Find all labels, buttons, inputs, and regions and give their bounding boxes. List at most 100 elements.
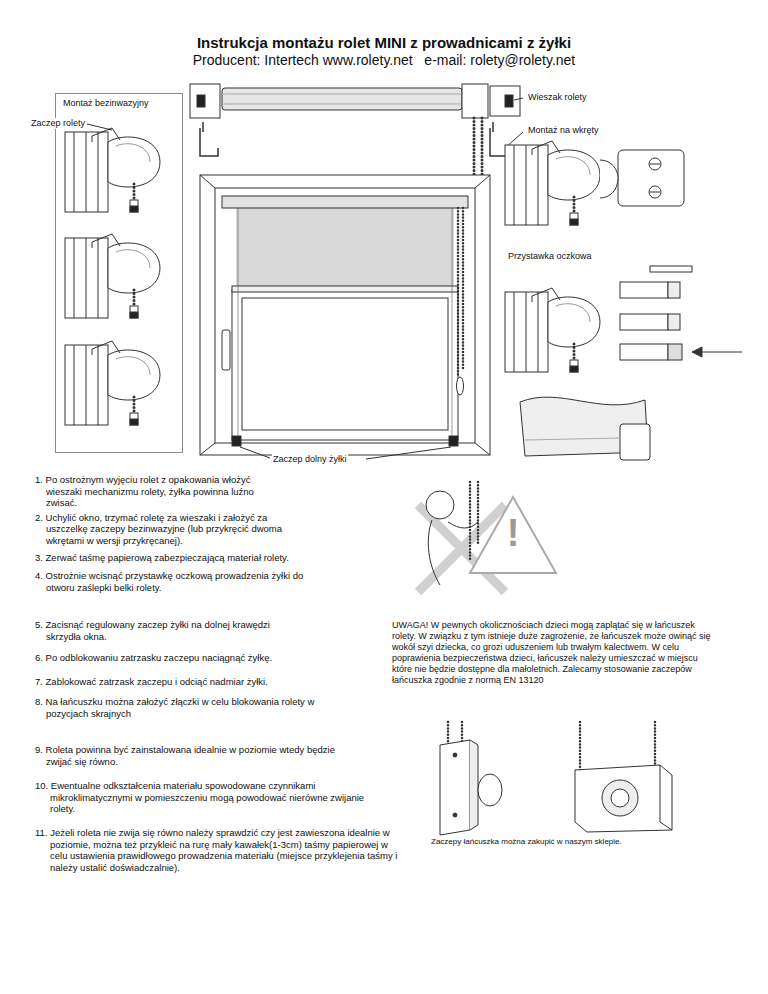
window-part	[457, 377, 464, 395]
instruction-step: 8. Na łańcuszku można założyć złączki w …	[35, 696, 321, 719]
chain-holder-part	[611, 789, 629, 807]
roller-top-part	[190, 84, 220, 118]
instruction-step: 7. Zablokować zatrzask zaczepu i odciąć …	[35, 676, 346, 688]
roller-top-part	[462, 84, 488, 118]
chain-holder-part	[478, 774, 502, 806]
instruction-step: 10. Ewentualne odkształcenia materiału s…	[35, 780, 370, 815]
child-warning-part	[469, 482, 472, 560]
chain-holder-part	[453, 753, 457, 757]
chain-holder-part	[654, 722, 657, 770]
warning-text: UWAGA! W pewnych okolicznościach dzieci …	[392, 620, 712, 686]
eyelet-adapter-part	[692, 347, 702, 357]
child-warning-part	[470, 497, 556, 573]
instruction-step: 5. Zacisnąć regulowany zaczep żyłki na d…	[35, 619, 291, 642]
screw-mount	[505, 141, 684, 225]
screw-mount-part	[505, 141, 600, 225]
roller-top-part	[200, 128, 218, 156]
chain-holder-part	[660, 765, 672, 830]
window-part	[215, 188, 475, 443]
chain-holder-part	[602, 780, 638, 816]
roller-top	[190, 84, 520, 182]
chain-holder-part	[453, 813, 457, 817]
part-label: Zaczep rolety	[30, 118, 86, 129]
eyelet-adapter	[505, 266, 742, 372]
window-part	[200, 175, 215, 188]
roller-top-part	[222, 104, 462, 105]
screw-mount-part	[600, 160, 618, 198]
window-part	[232, 290, 458, 440]
window-part	[222, 330, 230, 370]
leader-line-part	[514, 98, 523, 100]
chain-holder-part	[579, 722, 582, 775]
part-label: Przystawka oczkowa	[507, 251, 593, 262]
eyelet-adapter-part	[668, 282, 680, 298]
eyelet-adapter-part	[620, 344, 668, 360]
instruction-step: 1. Po ostrożnym wyjęciu rolet z opakowan…	[35, 474, 261, 509]
roller-top-part	[197, 95, 205, 107]
page-title: Instrukcja montażu rolet MINI z prowadni…	[0, 34, 768, 52]
eyelet-adapter-part	[650, 266, 692, 272]
screw-mount-part	[650, 164, 660, 165]
roller-top-part	[492, 122, 494, 132]
window-part	[475, 175, 490, 188]
window	[200, 175, 490, 459]
roller-top-part	[490, 86, 520, 116]
chain-holder-part	[470, 740, 478, 830]
window-part	[462, 208, 465, 368]
instruction-step: 3. Zerwać taśmę papierową zabezpieczając…	[35, 552, 346, 564]
instruction-step: 6. Po odblokowaniu zatrzasku zaczepu nac…	[35, 652, 346, 664]
part-label: Montaż na wkręty	[527, 125, 600, 136]
panel-heading: Montaż bezinwazyjny	[62, 98, 150, 109]
warning-symbol: !	[497, 514, 529, 552]
window-part	[236, 208, 454, 288]
part-label: Zaczep dolny żyłki	[272, 454, 348, 465]
chain-holder-part	[440, 740, 470, 835]
eyelet-adapter-part	[505, 288, 600, 372]
screw-mount-part	[650, 192, 660, 193]
mount-panel: Montaż bezinwazyjnyZaczep rolety	[55, 93, 183, 453]
blind-bar	[520, 397, 650, 460]
roller-top-part	[222, 88, 462, 110]
window-part	[222, 196, 468, 208]
screw-mount-part	[649, 186, 661, 198]
instruction-step: 9. Roleta powinna być zainstalowana idea…	[35, 744, 336, 767]
roller-top-part	[473, 118, 476, 182]
chain-holder-part	[575, 765, 672, 832]
leader-line	[87, 98, 523, 148]
blind-bar-part	[620, 424, 650, 460]
non-invasive-mount-part	[65, 341, 160, 425]
eyelet-adapter-part	[620, 314, 668, 330]
producer-line: Producent: Intertech www.rolety.net e-ma…	[0, 52, 768, 69]
screw-mount-part	[618, 150, 684, 206]
non-invasive-mount	[65, 128, 160, 425]
roller-top-part	[202, 122, 204, 132]
window-part	[475, 443, 490, 455]
window-part	[366, 447, 451, 459]
shop-note: Zaczepy łańcuszka można zakupić w naszym…	[430, 837, 623, 847]
window-part	[238, 208, 239, 438]
chain-holder	[440, 722, 672, 835]
window-part	[232, 286, 458, 292]
window-part	[200, 443, 215, 455]
child-warning	[418, 482, 556, 592]
roller-top-part	[222, 94, 462, 95]
instruction-step: 2. Uchylić okno, trzymać roletę za wiesz…	[35, 512, 311, 547]
child-warning-part	[426, 491, 454, 519]
eyelet-adapter-part	[620, 282, 668, 298]
instruction-step: 11. Jeżeli roleta nie zwija się równo na…	[35, 827, 405, 873]
roller-top-part	[505, 95, 513, 107]
part-label: Wieszak rolety	[527, 92, 588, 103]
window-part	[457, 208, 460, 376]
non-invasive-mount-part	[65, 128, 160, 212]
screw-mount-part	[649, 158, 661, 170]
child-warning-part	[477, 482, 480, 545]
roller-top-part	[481, 118, 484, 176]
window-part	[200, 175, 490, 455]
blind-bar-part	[525, 438, 620, 440]
instruction-step: 4. Ostrożnie wcisnąć przystawkę oczkową …	[35, 570, 311, 593]
window-part	[240, 447, 270, 458]
window-part	[242, 298, 448, 430]
window-part	[449, 436, 458, 446]
non-invasive-mount-part	[65, 234, 160, 318]
eyelet-adapter-part	[668, 314, 680, 330]
